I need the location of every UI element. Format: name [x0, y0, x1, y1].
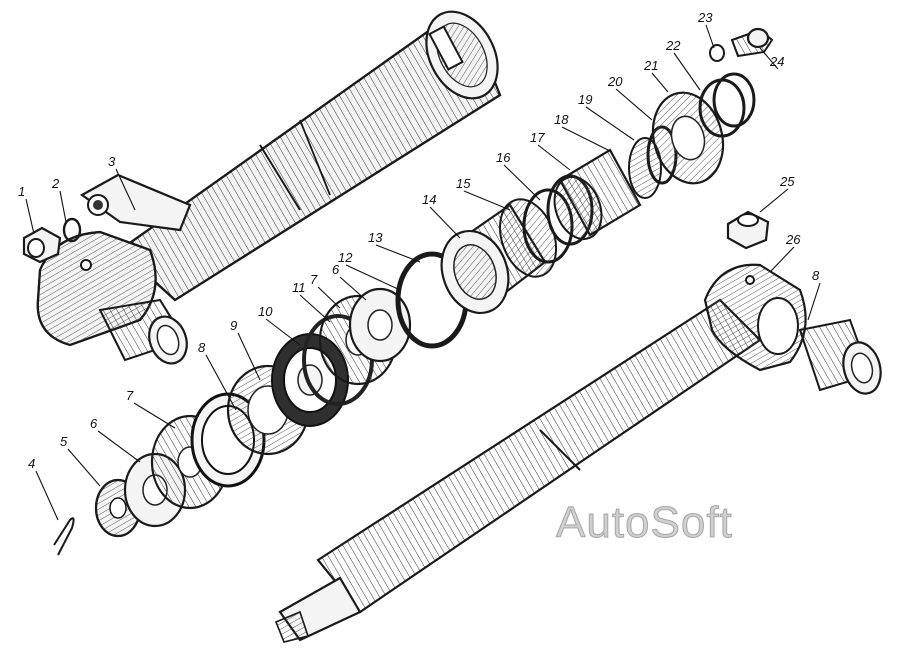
leader-line [673, 52, 701, 91]
callout-number: 8 [198, 340, 206, 355]
leader-line [115, 168, 136, 211]
leader-line [205, 354, 237, 411]
leader-line [615, 88, 653, 121]
leader-line [265, 318, 301, 346]
leader-line [561, 126, 613, 153]
callout-number: 5 [60, 434, 68, 449]
leader-line [463, 190, 511, 211]
leader-line [59, 190, 67, 223]
leader-line [759, 188, 789, 213]
callout-number: 19 [578, 92, 592, 107]
leader-line [807, 282, 821, 321]
callout-number: 1 [18, 184, 25, 199]
ring-22b [712, 72, 756, 128]
callout-number: 16 [496, 150, 511, 165]
callout-number: 10 [258, 304, 273, 319]
leader-line [237, 332, 261, 381]
leader-line [67, 448, 101, 487]
callout-number: 24 [769, 54, 784, 69]
bushing-right [798, 318, 882, 395]
callout-number: 13 [368, 230, 383, 245]
washer-2 [62, 217, 82, 243]
leader-line [133, 402, 176, 429]
castle-nut [94, 478, 142, 538]
leader-line [35, 470, 59, 521]
leader-line [651, 72, 669, 93]
leader-line [25, 198, 35, 235]
leader-line [585, 106, 635, 141]
fitting-1 [22, 226, 62, 264]
piston-rod [274, 298, 762, 643]
washer-6-upper [348, 287, 412, 363]
callout-number: 12 [338, 250, 353, 265]
callout-number: 21 [643, 58, 658, 73]
callout-number: 25 [779, 174, 795, 189]
leader-line [317, 286, 341, 309]
callout-number: 11 [292, 280, 306, 295]
banjo-fitting [79, 173, 192, 232]
bolt-24 [730, 27, 774, 58]
callout-number: 7 [126, 388, 134, 403]
flange-21 [651, 91, 725, 185]
leader-line [429, 206, 461, 239]
callout-number: 4 [28, 456, 35, 471]
leader-line [503, 164, 541, 201]
watermark: AutoSoft [556, 498, 733, 548]
callout-number: 8 [812, 268, 820, 283]
callout-number: 9 [230, 318, 237, 333]
callout-number: 23 [697, 10, 713, 25]
fitting-25 [726, 210, 770, 250]
callout-number: 6 [332, 262, 340, 277]
leader-line [705, 24, 715, 49]
callout-number: 15 [456, 176, 471, 191]
leader-line [375, 244, 421, 263]
callout-number: 18 [554, 112, 569, 127]
callout-number: 26 [785, 232, 801, 247]
callout-number: 20 [607, 74, 623, 89]
bushing-left [98, 298, 188, 365]
washer-23 [709, 44, 725, 62]
callout-number: 14 [422, 192, 436, 207]
piston-14 [440, 198, 558, 315]
sleeve-17 [553, 148, 642, 240]
callout-number: 3 [108, 154, 116, 169]
callout-number: 7 [310, 272, 318, 287]
part-18 [628, 137, 662, 199]
leader-line [769, 246, 795, 273]
callout-number: 22 [665, 38, 681, 53]
leader-line [339, 276, 367, 301]
callout-number: 2 [51, 176, 60, 191]
leader-line [299, 294, 331, 323]
callout-number: 17 [530, 130, 545, 145]
cylinder-body [118, 10, 502, 302]
leader-line [537, 144, 571, 171]
leader-line [97, 430, 141, 463]
callout-labels: 1234567891011761213141516171819202122232… [18, 10, 821, 521]
leader-line [759, 47, 779, 70]
cotter-pin [53, 517, 75, 556]
rod-eye [703, 263, 807, 372]
callout-number: 6 [90, 416, 98, 431]
leader-line [345, 264, 401, 291]
